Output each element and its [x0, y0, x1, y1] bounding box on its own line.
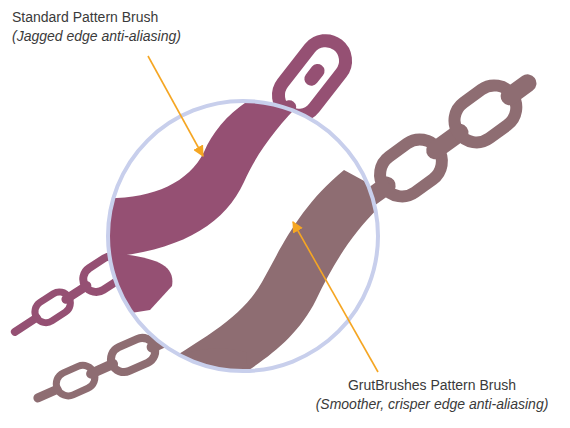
callout-title: GrutBrushes Pattern Brush — [348, 376, 516, 394]
magnifier-rim — [108, 101, 378, 371]
leader-arrow — [148, 56, 203, 156]
zoomed-mauve-link — [150, 349, 250, 400]
callout-note: (Jagged edge anti-aliasing) — [12, 27, 181, 45]
callout-note: (Smoother, crisper edge anti-aliasing) — [316, 395, 549, 413]
callout-title: Standard Pattern Brush — [12, 8, 158, 26]
zoomed-purple-link — [100, 90, 312, 258]
leader-arrow — [293, 222, 378, 372]
zoomed-chains — [100, 90, 392, 400]
